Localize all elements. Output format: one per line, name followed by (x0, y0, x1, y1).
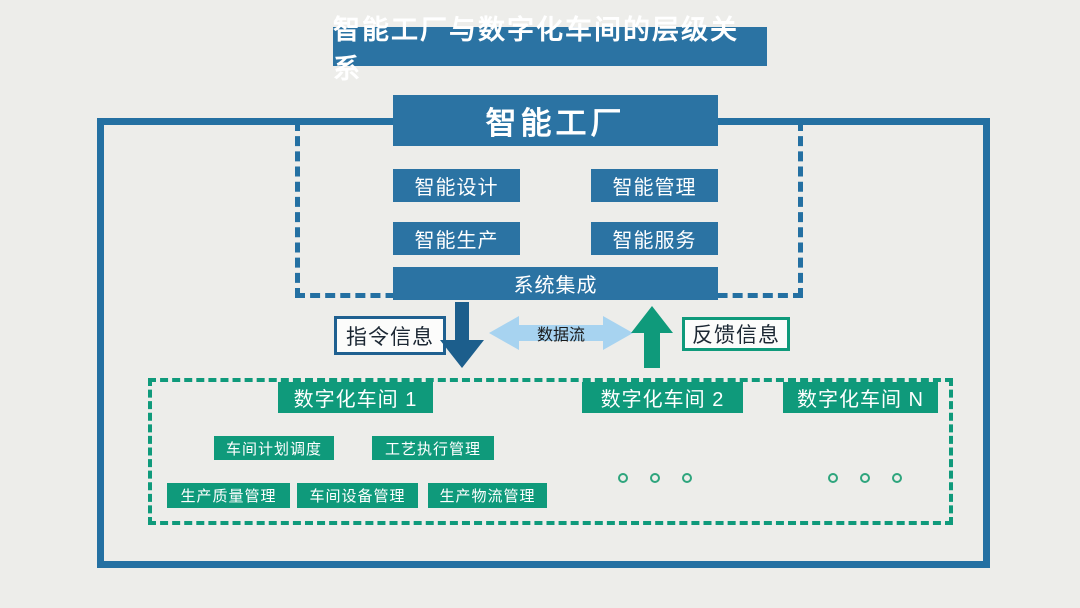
function-box-process-execution: 工艺执行管理 (372, 436, 494, 460)
up-arrow-icon (631, 306, 673, 368)
function-box-plan-scheduling: 车间计划调度 (214, 436, 334, 460)
system-integration-box: 系统集成 (393, 267, 718, 300)
module-box-management: 智能管理 (591, 169, 718, 202)
ellipsis-dot-icon (650, 473, 660, 483)
workshop-dashed-frame (148, 378, 953, 525)
function-box-logistics-management: 生产物流管理 (428, 483, 547, 508)
workshop-box-n: 数字化车间 N (783, 382, 938, 413)
data-flow-arrow-icon (489, 316, 633, 350)
workshop-box-2: 数字化车间 2 (582, 382, 743, 413)
workshop-box-1: 数字化车间 1 (278, 382, 433, 413)
module-box-production: 智能生产 (393, 222, 520, 255)
ellipsis-dot-icon (892, 473, 902, 483)
ellipsis-dot-icon (860, 473, 870, 483)
function-box-quality-management: 生产质量管理 (167, 483, 290, 508)
command-info-label: 指令信息 (334, 316, 446, 355)
ellipsis-dot-icon (618, 473, 628, 483)
data-flow-label: 数据流 (536, 327, 585, 344)
down-arrow-icon (440, 302, 484, 368)
feedback-info-label: 反馈信息 (682, 317, 790, 351)
smart-factory-box: 智能工厂 (393, 95, 718, 146)
function-box-equipment-management: 车间设备管理 (297, 483, 418, 508)
page-title: 智能工厂与数字化车间的层级关系 (333, 15, 767, 84)
module-box-design: 智能设计 (393, 169, 520, 202)
ellipsis-dot-icon (682, 473, 692, 483)
module-box-service: 智能服务 (591, 222, 718, 255)
ellipsis-dot-icon (828, 473, 838, 483)
